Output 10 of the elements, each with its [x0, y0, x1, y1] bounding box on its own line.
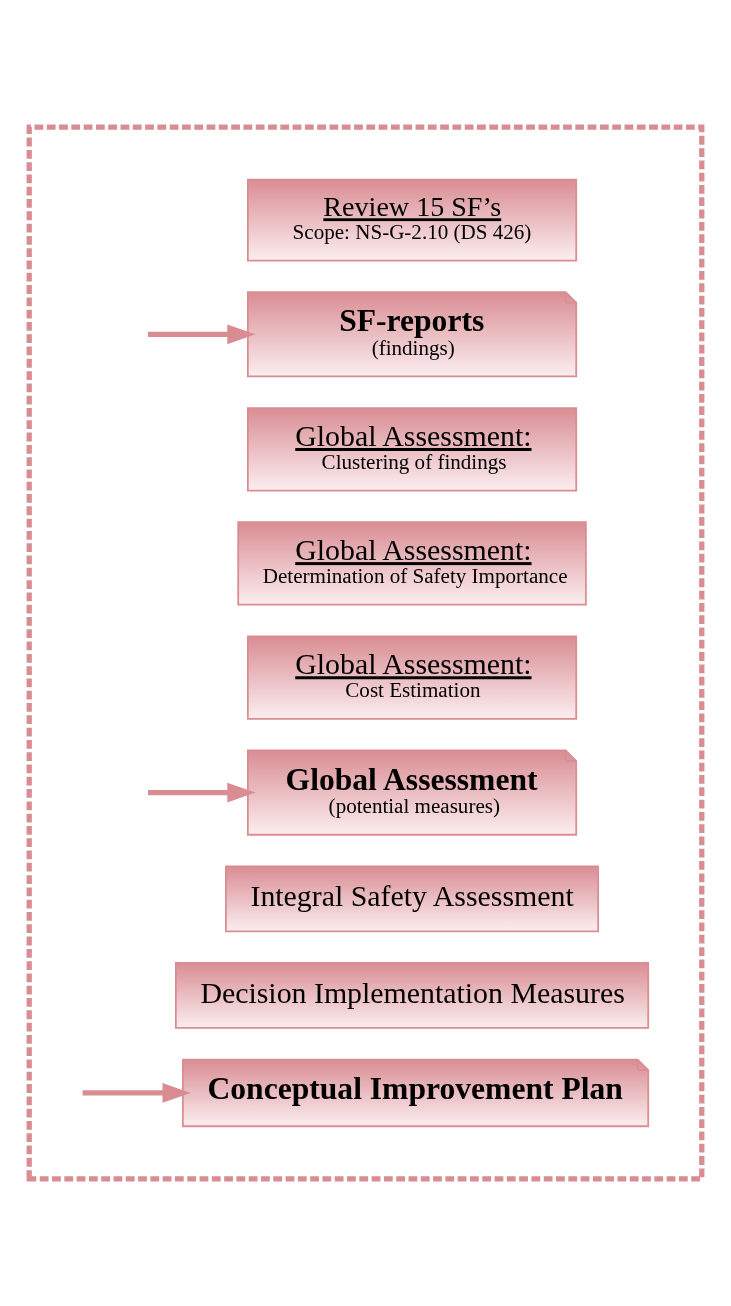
node-box: Integral Safety Assessment	[225, 865, 600, 933]
node-box: Global Assessment: Cost Estimation	[246, 635, 578, 720]
arrow	[82, 1083, 191, 1103]
arrow	[147, 324, 256, 345]
node-box: Decision Implementation Measures	[174, 962, 650, 1029]
node-box: Global Assessment: Determination of Safety Importance	[237, 521, 587, 606]
node-box: Review 15 SF’s Scope: NS-G-2.10 (DS 426)	[246, 178, 578, 262]
node-box: Global Assessment: Clustering of findings	[246, 407, 578, 492]
cluster	[26, 124, 705, 1182]
arrow	[147, 782, 256, 803]
